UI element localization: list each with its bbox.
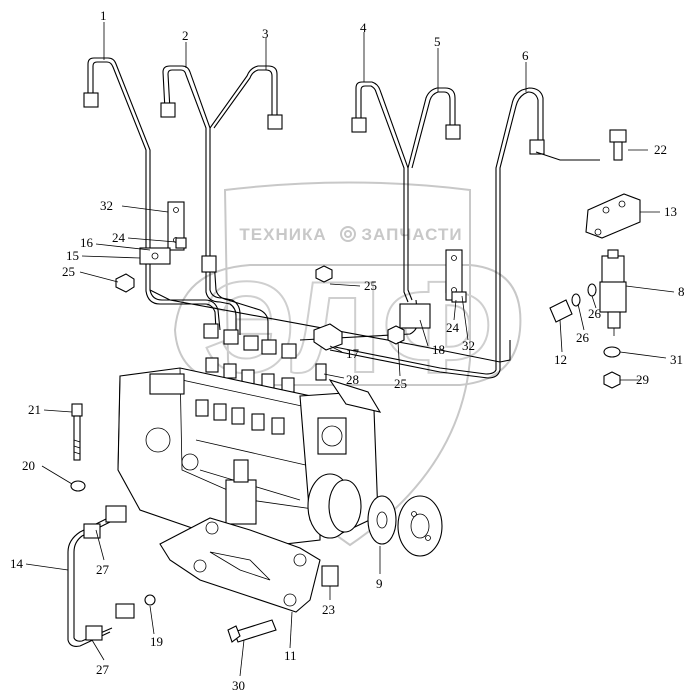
clamp-bracket-right	[387, 249, 467, 345]
pipe-3-nut	[267, 114, 283, 130]
pipe-3	[209, 65, 283, 340]
delivery-valve-row-upper	[203, 323, 297, 359]
nut-29	[603, 371, 621, 389]
washer-19	[144, 594, 156, 606]
nut-25-center	[315, 265, 333, 283]
feed-pump	[225, 479, 257, 525]
callout-22: 22	[654, 142, 667, 157]
callout-27-upper: 27	[96, 562, 110, 577]
gear-icon	[340, 226, 356, 242]
callout-9: 9	[376, 576, 383, 591]
pipe-4-nut	[351, 117, 367, 133]
callout-32-left: 32	[100, 198, 113, 213]
spacer-left	[201, 255, 217, 273]
callout-25-right: 25	[394, 376, 407, 391]
callout-24-right: 24	[446, 320, 460, 335]
clamp-17	[313, 265, 343, 351]
callout-labels: 1 2 3 4 5 6 22 13 32 24 16 15 25 25 8 26…	[10, 8, 685, 693]
bolt-21	[71, 403, 83, 461]
pipe-1-nut	[83, 92, 99, 108]
banjo-bolt-lower	[115, 603, 135, 619]
bolt-24-right	[451, 291, 467, 303]
callout-1: 1	[100, 8, 107, 23]
watermark-left-word: ТЕХНИКА	[239, 225, 326, 244]
callout-26-lower: 26	[576, 330, 590, 345]
bolt-28	[315, 363, 327, 381]
banjo-fitting-upper	[83, 523, 101, 539]
callout-13: 13	[664, 204, 677, 219]
callout-32-right: 32	[462, 338, 475, 353]
pipe-6	[329, 87, 600, 379]
clamp-15	[139, 247, 171, 265]
callout-27-lower: 27	[96, 662, 110, 677]
callout-18: 18	[432, 342, 445, 357]
callout-17: 17	[346, 346, 360, 361]
callout-20: 20	[22, 458, 35, 473]
watermark-right-word: ЗАПЧАСТИ	[361, 225, 462, 244]
bolt-30	[233, 619, 277, 643]
callout-24-left: 24	[112, 230, 126, 245]
callout-6: 6	[522, 48, 529, 63]
callout-31: 31	[670, 352, 683, 367]
callout-2: 2	[182, 28, 189, 43]
injector-clamp-13	[585, 193, 641, 239]
callout-26-upper: 26	[588, 306, 602, 321]
callout-5: 5	[434, 34, 441, 49]
callout-8: 8	[678, 284, 685, 299]
callout-29: 29	[636, 372, 649, 387]
delivery-valve-row-lower	[205, 357, 327, 393]
nut-25-left	[115, 273, 135, 293]
coupling-9	[307, 473, 443, 557]
callout-4: 4	[360, 20, 367, 35]
injector-8	[599, 249, 627, 336]
return-line	[149, 289, 511, 363]
fuel-line-14	[67, 505, 156, 647]
fitting-12	[549, 283, 597, 323]
callout-16: 16	[80, 235, 94, 250]
callout-23: 23	[322, 602, 335, 617]
sleeve-23	[321, 565, 339, 587]
bolt-24-left	[175, 237, 187, 249]
washer-26	[587, 283, 597, 297]
pipe-4	[351, 81, 413, 303]
banjo-bolt-upper	[105, 505, 127, 523]
nut-25-right	[387, 325, 405, 345]
pipe-5-nut	[445, 124, 461, 140]
leader-lines	[25, 22, 675, 677]
callout-28: 28	[346, 372, 359, 387]
pump-cover-plate	[149, 373, 185, 395]
pump-side-port	[145, 427, 171, 453]
clamp-18	[399, 303, 431, 329]
callout-25-left: 25	[62, 264, 75, 279]
pipe-1	[83, 57, 221, 331]
banjo-fitting-lower	[85, 625, 103, 641]
watermark: ЭЛФ ТЕХНИКА ЗАПЧАСТИ	[173, 181, 522, 547]
washer-31	[603, 346, 621, 358]
callout-25-center: 25	[364, 278, 377, 293]
callout-19: 19	[150, 634, 163, 649]
callout-3: 3	[262, 26, 269, 41]
mounting-bracket-11	[159, 517, 339, 643]
washer-20	[70, 480, 86, 492]
clamp-bracket-left	[115, 201, 217, 293]
pipe-2-nut	[160, 102, 176, 118]
bolt-22	[609, 129, 627, 161]
callout-12: 12	[554, 352, 567, 367]
callout-14: 14	[10, 556, 24, 571]
pipe-6-nut	[529, 139, 545, 155]
callout-30: 30	[232, 678, 245, 693]
callout-15: 15	[66, 248, 79, 263]
callout-11: 11	[284, 648, 297, 663]
callout-21: 21	[28, 402, 41, 417]
